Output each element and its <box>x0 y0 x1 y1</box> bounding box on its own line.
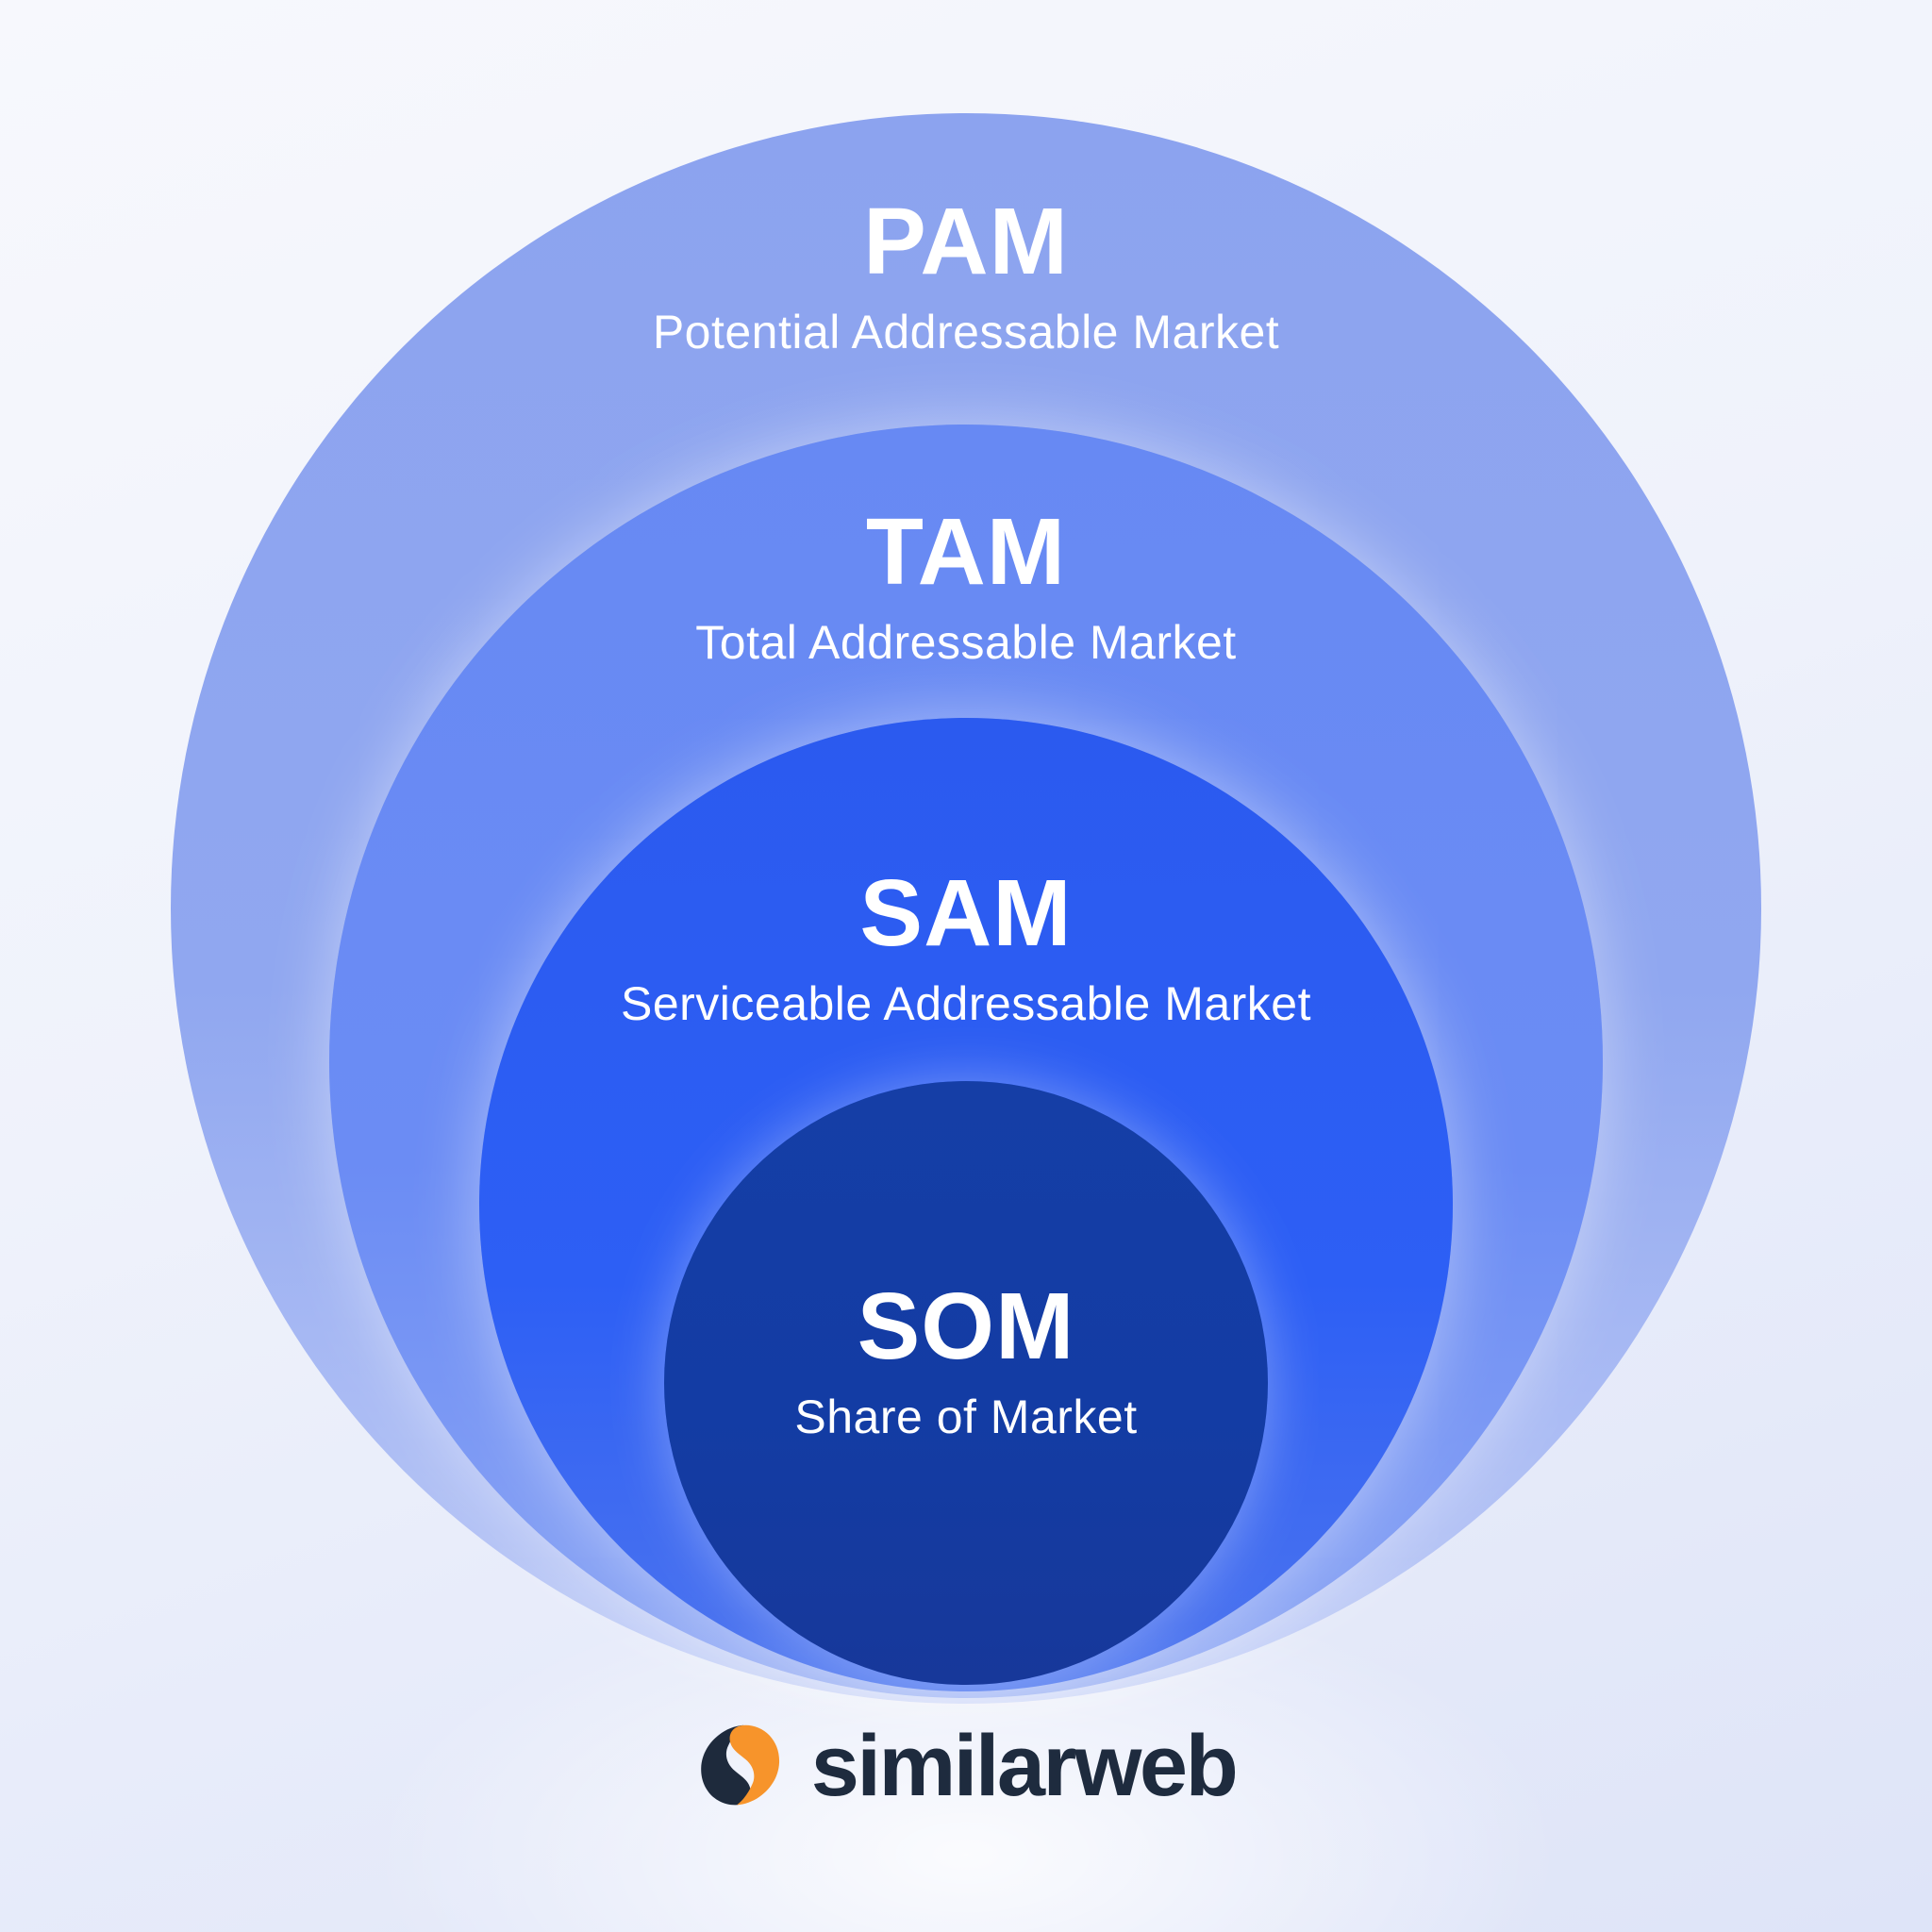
pam-label: PAM Potential Addressable Market <box>0 194 1932 362</box>
pam-abbr: PAM <box>863 189 1069 294</box>
tam-abbr: TAM <box>865 499 1067 605</box>
logo-drop-orange <box>729 1724 780 1806</box>
som-subtitle: Share of Market <box>794 1391 1138 1443</box>
sam-abbr: SAM <box>859 860 1073 966</box>
similarweb-wordmark: similarweb <box>810 1718 1239 1814</box>
sam-subtitle: Serviceable Addressable Market <box>620 977 1312 1030</box>
similarweb-logo-icon <box>701 1724 780 1806</box>
logo-drop-dark <box>701 1724 751 1806</box>
som-label: SOM Share of Market <box>0 1279 1932 1447</box>
tam-subtitle: Total Addressable Market <box>695 616 1237 669</box>
similarweb-logo: similarweb <box>696 1718 1239 1814</box>
sam-label: SAM Serviceable Addressable Market <box>0 866 1932 1034</box>
tam-label: TAM Total Addressable Market <box>0 505 1932 673</box>
som-abbr: SOM <box>857 1274 1075 1379</box>
pam-subtitle: Potential Addressable Market <box>652 306 1280 358</box>
som-circle <box>664 1081 1268 1685</box>
